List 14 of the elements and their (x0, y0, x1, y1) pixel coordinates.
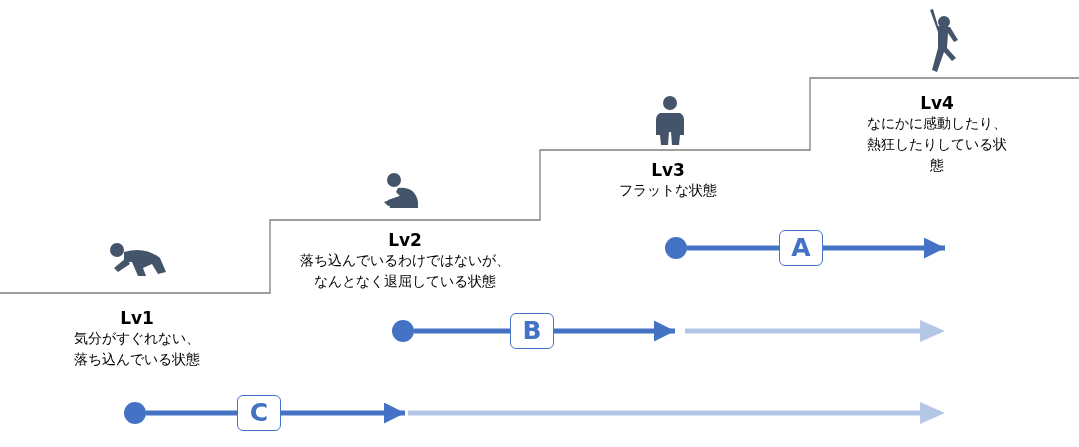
start-dot (665, 237, 687, 259)
level-description: 気分がすぐれない、落ち込んでいる状態 (73, 329, 201, 369)
level-description: 落ち込んでいるわけではないが、なんとなく退屈している状態 (299, 251, 511, 291)
edge-label: C (237, 395, 281, 431)
edge-label: A (779, 230, 823, 266)
level-heading: Lv4 (919, 93, 955, 113)
level-heading: Lv2 (387, 230, 423, 250)
edge-label: B (510, 313, 554, 349)
level-description: なにかに感動したり、熱狂したりしている状態 (866, 114, 1008, 175)
level-heading: Lv1 (119, 308, 155, 328)
start-dot (392, 320, 414, 342)
level-description: フラットな状態 (618, 181, 718, 200)
level-heading: Lv3 (650, 160, 686, 180)
start-dot (124, 402, 146, 424)
